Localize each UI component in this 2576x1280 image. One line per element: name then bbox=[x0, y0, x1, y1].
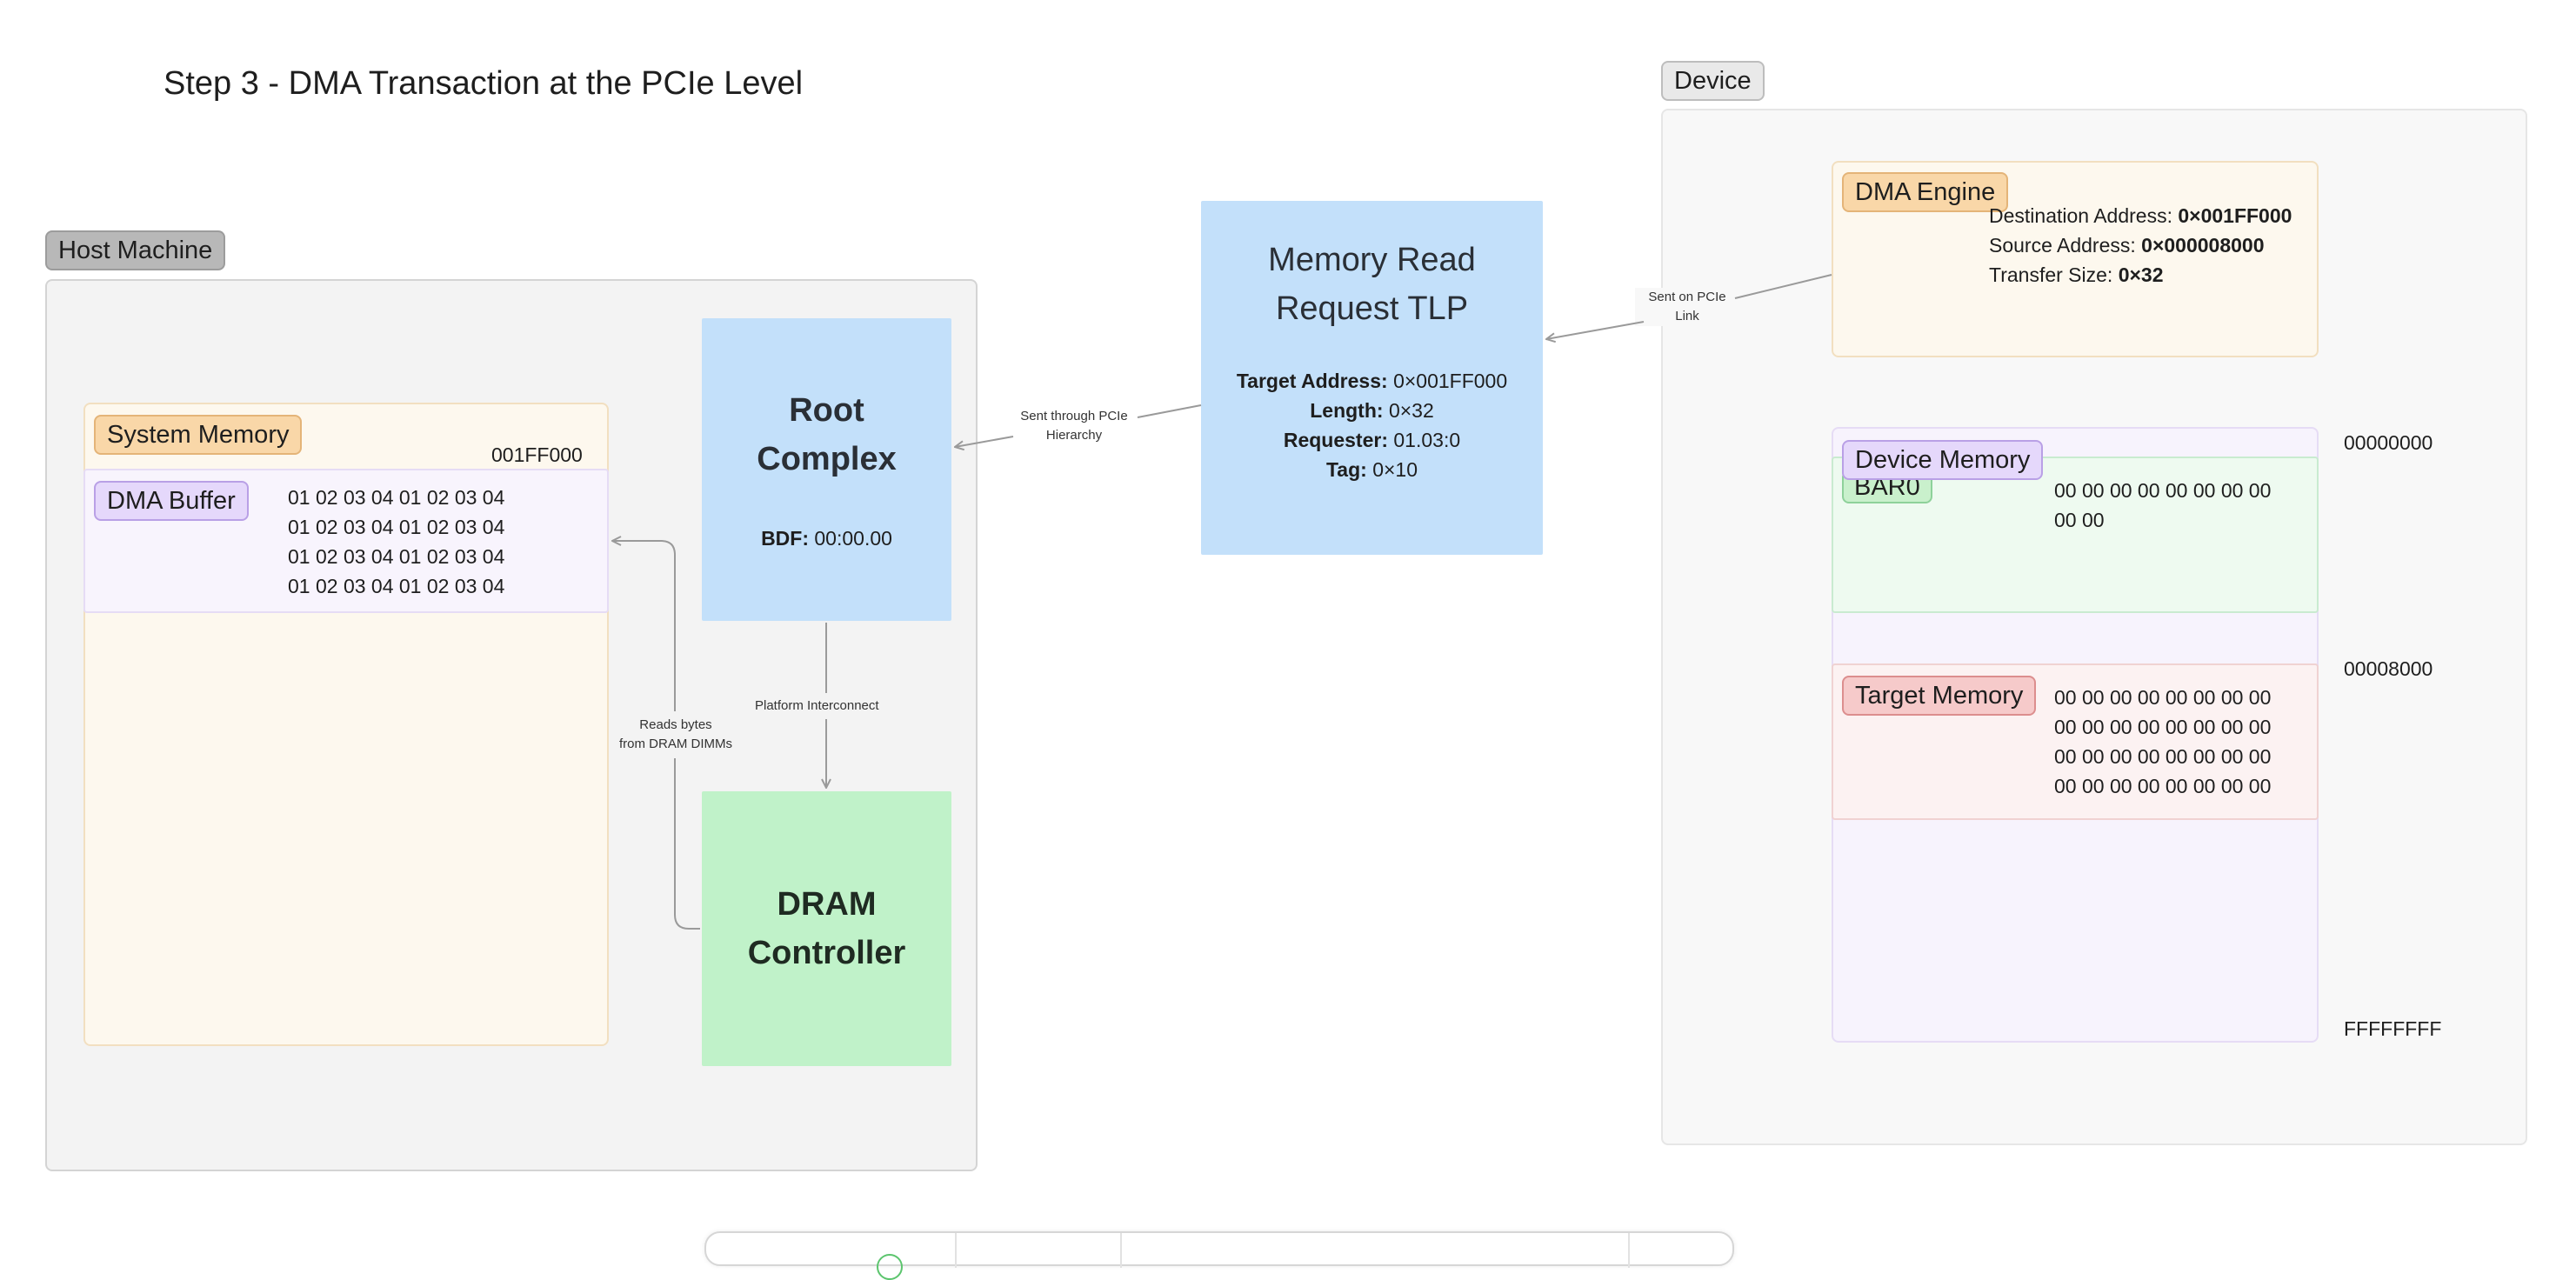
dma-buffer-label: DMA Buffer bbox=[94, 481, 249, 521]
target-memory-line: 00 00 00 00 00 00 00 00 bbox=[2054, 745, 2272, 768]
arrow-dma-engine-to-tlp-head bbox=[1546, 321, 1645, 339]
tlp-field-requester: Requester: 01.03:0 bbox=[1201, 425, 1543, 455]
tlp-field-target-address: Target Address: 0×001FF000 bbox=[1201, 366, 1543, 396]
edge-label-pcie-link: Sent on PCIe Link bbox=[1635, 288, 1739, 326]
target-memory-line: 00 00 00 00 00 00 00 00 bbox=[2054, 686, 2272, 709]
edge-label-reads-bytes: Reads bytes from DRAM DIMMs bbox=[611, 716, 741, 754]
tlp-field-value: 0×32 bbox=[1388, 399, 1434, 422]
dma-field-value: 0×32 bbox=[2118, 263, 2164, 286]
device-label: Device bbox=[1661, 61, 1765, 101]
tlp-field-value: 01.03:0 bbox=[1393, 429, 1461, 451]
toolbar-divider bbox=[955, 1233, 957, 1268]
toolbar-divider bbox=[1628, 1233, 1630, 1268]
bar0-line: 00 00 00 00 00 00 00 00 bbox=[2054, 479, 2272, 502]
edge-label-reads-line1: Reads bytes bbox=[639, 717, 712, 732]
tlp-field-length: Length: 0×32 bbox=[1201, 396, 1543, 425]
edge-label-pcie-hierarchy-line2: Hierarchy bbox=[1045, 428, 1103, 443]
dram-controller-node[interactable]: DRAM Controller bbox=[702, 791, 951, 1066]
arrow-dram-to-dma-buffer-upper bbox=[612, 541, 676, 711]
dma-engine-label: DMA Engine bbox=[1842, 172, 2009, 212]
tlp-field-value: 0×001FF000 bbox=[1393, 370, 1508, 392]
device-memory-address-top: 00000000 bbox=[2344, 431, 2433, 454]
arrow-tlp-to-root-complex bbox=[1137, 404, 1202, 418]
dma-field-label: Transfer Size: bbox=[1989, 263, 2113, 286]
dma-engine-field-source: Source Address: 0×000008000 bbox=[1989, 230, 2292, 260]
bottom-toolbar[interactable] bbox=[704, 1231, 1734, 1280]
edge-label-pcie-hierarchy: Sent through PCIe Hierarchy bbox=[1009, 407, 1139, 445]
tlp-field-label: Target Address: bbox=[1236, 370, 1388, 392]
dma-field-label: Source Address: bbox=[1989, 234, 2136, 257]
tlp-field-tag: Tag: 0×10 bbox=[1201, 455, 1543, 484]
toolbar-divider bbox=[1120, 1233, 1122, 1268]
tlp-field-value: 0×10 bbox=[1372, 458, 1418, 481]
toolbar-status-dot-icon bbox=[877, 1254, 903, 1280]
dma-buffer-line: 01 02 03 04 01 02 03 04 bbox=[288, 486, 505, 509]
arrow-dma-engine-to-tlp bbox=[1734, 274, 1832, 299]
memory-read-tlp-node[interactable]: Memory Read Request TLP Target Address: … bbox=[1201, 201, 1543, 555]
dma-buffer-line: 01 02 03 04 01 02 03 04 bbox=[288, 545, 505, 568]
edge-label-pcie-link-line1: Sent on PCIe bbox=[1648, 290, 1726, 304]
system-memory-label: System Memory bbox=[94, 415, 303, 455]
dma-buffer-line: 01 02 03 04 01 02 03 04 bbox=[288, 575, 505, 597]
dma-engine-field-destination: Destination Address: 0×001FF000 bbox=[1989, 201, 2292, 230]
edge-label-platform-interconnect: Platform Interconnect bbox=[755, 697, 879, 716]
bdf-value: 00:00.00 bbox=[814, 527, 892, 550]
edge-label-pcie-hierarchy-line1: Sent through PCIe bbox=[1020, 409, 1128, 423]
dma-engine-field-transfer-size: Transfer Size: 0×32 bbox=[1989, 260, 2292, 290]
dram-controller-title-line2: Controller bbox=[747, 935, 906, 971]
target-memory-label: Target Memory bbox=[1842, 676, 2037, 716]
dma-buffer-line: 01 02 03 04 01 02 03 04 bbox=[288, 516, 505, 538]
system-memory-address: 001FF000 bbox=[491, 443, 583, 466]
tlp-fields: Target Address: 0×001FF000 Length: 0×32 … bbox=[1201, 366, 1543, 484]
tlp-title-line1: Memory Read bbox=[1268, 242, 1476, 278]
root-complex-title-line2: Complex bbox=[757, 441, 897, 477]
root-complex-title-line1: Root bbox=[789, 392, 864, 429]
edge-label-pcie-link-line2: Link bbox=[1675, 309, 1699, 323]
tlp-field-label: Tag: bbox=[1325, 458, 1367, 481]
device-memory-address-target: 00008000 bbox=[2344, 657, 2433, 680]
dma-field-label: Destination Address: bbox=[1989, 204, 2172, 227]
page-title: Step 3 - DMA Transaction at the PCIe Lev… bbox=[164, 65, 804, 102]
arrow-dram-to-dma-buffer-lower bbox=[674, 758, 700, 930]
bar0-line: 00 00 bbox=[2054, 509, 2105, 531]
root-complex-bdf: BDF: 00:00.00 bbox=[761, 523, 892, 553]
target-memory-line: 00 00 00 00 00 00 00 00 bbox=[2054, 775, 2272, 797]
target-memory-line: 00 00 00 00 00 00 00 00 bbox=[2054, 716, 2272, 738]
dma-field-value: 0×000008000 bbox=[2141, 234, 2265, 257]
tlp-title-line2: Request TLP bbox=[1275, 290, 1469, 327]
bdf-label: BDF: bbox=[761, 527, 809, 550]
device-memory-address-bottom: FFFFFFFF bbox=[2344, 1017, 2442, 1040]
root-complex-node[interactable]: Root Complex BDF: 00:00.00 bbox=[702, 318, 951, 621]
dram-controller-title-line1: DRAM bbox=[777, 886, 877, 923]
dma-field-value: 0×001FF000 bbox=[2178, 204, 2292, 227]
arrow-tlp-to-root-complex-head bbox=[955, 436, 1014, 447]
host-machine-label: Host Machine bbox=[45, 230, 226, 270]
edge-label-reads-line2: from DRAM DIMMs bbox=[619, 737, 732, 751]
tlp-field-label: Requester: bbox=[1283, 429, 1388, 451]
dma-engine-fields: Destination Address: 0×001FF000 Source A… bbox=[1989, 201, 2292, 290]
tlp-field-label: Length: bbox=[1310, 399, 1384, 422]
device-memory-label: Device Memory bbox=[1842, 440, 2044, 480]
